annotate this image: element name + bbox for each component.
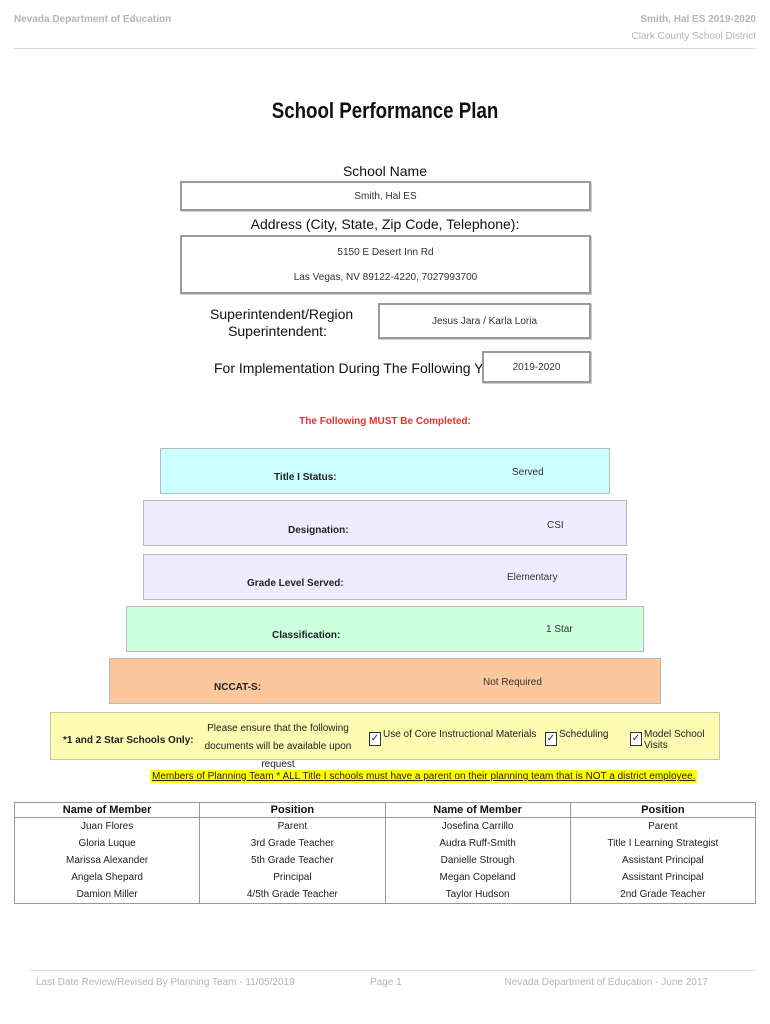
designation-value: CSI [547,520,564,531]
header-agency: Nevada Department of Education [14,14,172,25]
superintendent-label-line-2: Superintendent: [228,323,327,339]
superintendent-label: Superintendent/Region Superintendent: [210,306,354,340]
footer-review-date: Last Date Review/Revised By Planning Tea… [36,977,295,988]
member-name: Juan Flores [13,817,201,835]
address-field[interactable]: 5150 E Desert Inn Rd Las Vegas, NV 89122… [180,235,591,294]
address-line-1: 5150 E Desert Inn Rd [337,246,434,258]
star-schools-note: Please ensure that the following documen… [193,720,363,774]
title-i-status-band[interactable]: Title I Status: Served [160,448,610,494]
implementation-years-label: For Implementation During The Following … [214,360,514,376]
classification-value: 1 Star [546,624,573,635]
header-school-year: Smith, Hal ES 2019-2020 [640,14,756,25]
school-name-value: Smith, Hal ES [354,190,417,202]
member-position: Parent [569,817,757,835]
designation-label: Designation: [288,525,349,536]
table-header-row: Name of Member Position Name of Member P… [13,802,757,818]
table-row: Damion Miller 4/5th Grade Teacher Taylor… [13,886,757,904]
header-divider [14,48,756,49]
col-header-position-1: Position [199,802,386,818]
member-position: Parent [199,817,386,835]
member-name: Angela Shepard [13,869,201,886]
star-schools-note-line-1: Please ensure that the following [207,723,349,734]
school-name-label: School Name [342,163,428,179]
table-row: Juan Flores Parent Josefina Carrillo Par… [13,817,757,835]
planning-team-note: Members of Planning Team * ALL Title I s… [150,770,698,783]
designation-band[interactable]: Designation: CSI [143,500,627,546]
member-name: Marissa Alexander [13,852,201,869]
title-i-status-value: Served [512,467,544,478]
table-row: Marissa Alexander 5th Grade Teacher Dani… [13,852,757,869]
member-position: Title I Learning Strategist [569,835,757,852]
member-name: Megan Copeland [384,869,571,886]
grade-level-value: Elementary [507,572,558,583]
member-position: 4/5th Grade Teacher [199,886,386,904]
member-position: 2nd Grade Teacher [569,886,757,904]
member-name: Audra Ruff-Smith [384,835,571,852]
member-name: Josefina Carrillo [384,817,571,835]
core-materials-label: Use of Core Instructional Materials [383,729,537,740]
member-position: 5th Grade Teacher [199,852,386,869]
star-schools-box: *1 and 2 Star Schools Only: Please ensur… [50,712,720,770]
member-name: Gloria Luque [13,835,201,852]
title-i-status-label: Title I Status: [274,472,337,483]
member-name: Damion Miller [13,886,201,904]
col-header-position-2: Position [569,802,757,818]
footer-page-number: Page 1 [370,977,402,988]
model-school-visits-checkbox[interactable]: ✓ [630,732,642,746]
page-title: School Performance Plan [271,98,499,123]
superintendent-label-line-1: Superintendent/Region [210,306,354,322]
classification-band[interactable]: Classification: 1 Star [126,606,644,652]
table-row: Gloria Luque 3rd Grade Teacher Audra Ruf… [13,835,757,852]
superintendent-value: Jesus Jara / Karla Loria [431,315,538,327]
address-label: Address (City, State, Zip Code, Telephon… [250,216,520,232]
table-row: Angela Shepard Principal Megan Copeland … [13,869,757,886]
grade-level-band[interactable]: Grade Level Served: Elementary [143,554,627,600]
member-position: Principal [199,869,386,886]
header-district: Clark County School District [631,31,756,42]
implementation-years-field[interactable]: 2019-2020 [482,351,591,383]
star-schools-label: *1 and 2 Star Schools Only: [63,735,194,746]
member-name: Taylor Hudson [384,886,571,904]
nccat-s-label: NCCAT-S: [214,682,262,693]
nccat-s-band[interactable]: NCCAT-S: Not Required [109,658,661,704]
col-header-name-2: Name of Member [384,802,571,818]
footer-source: Nevada Department of Education - June 20… [504,977,708,988]
scheduling-label: Scheduling [559,729,609,740]
scheduling-checkbox[interactable]: ✓ [545,732,557,746]
member-position: Assistant Principal [569,852,757,869]
member-name: Danielle Strough [384,852,571,869]
member-position: Assistant Principal [569,869,757,886]
superintendent-field[interactable]: Jesus Jara / Karla Loria [378,303,591,339]
star-schools-note-line-2: documents will be available upon request [204,741,352,770]
planning-team-table: Name of Member Position Name of Member P… [13,802,757,904]
member-position: 3rd Grade Teacher [199,835,386,852]
classification-label: Classification: [272,630,341,641]
core-materials-checkbox[interactable]: ✓ [369,732,381,746]
implementation-years-value: 2019-2020 [512,361,561,373]
school-name-field[interactable]: Smith, Hal ES [180,181,591,211]
model-school-visits-label: Model School Visits [644,729,705,751]
must-complete-notice: The Following MUST Be Completed: [299,416,471,427]
grade-level-label: Grade Level Served: [247,578,344,589]
footer-divider [30,970,756,971]
address-line-2: Las Vegas, NV 89122-4220, 7027993700 [293,271,478,283]
col-header-name-1: Name of Member [13,802,201,818]
nccat-s-value: Not Required [483,677,542,688]
